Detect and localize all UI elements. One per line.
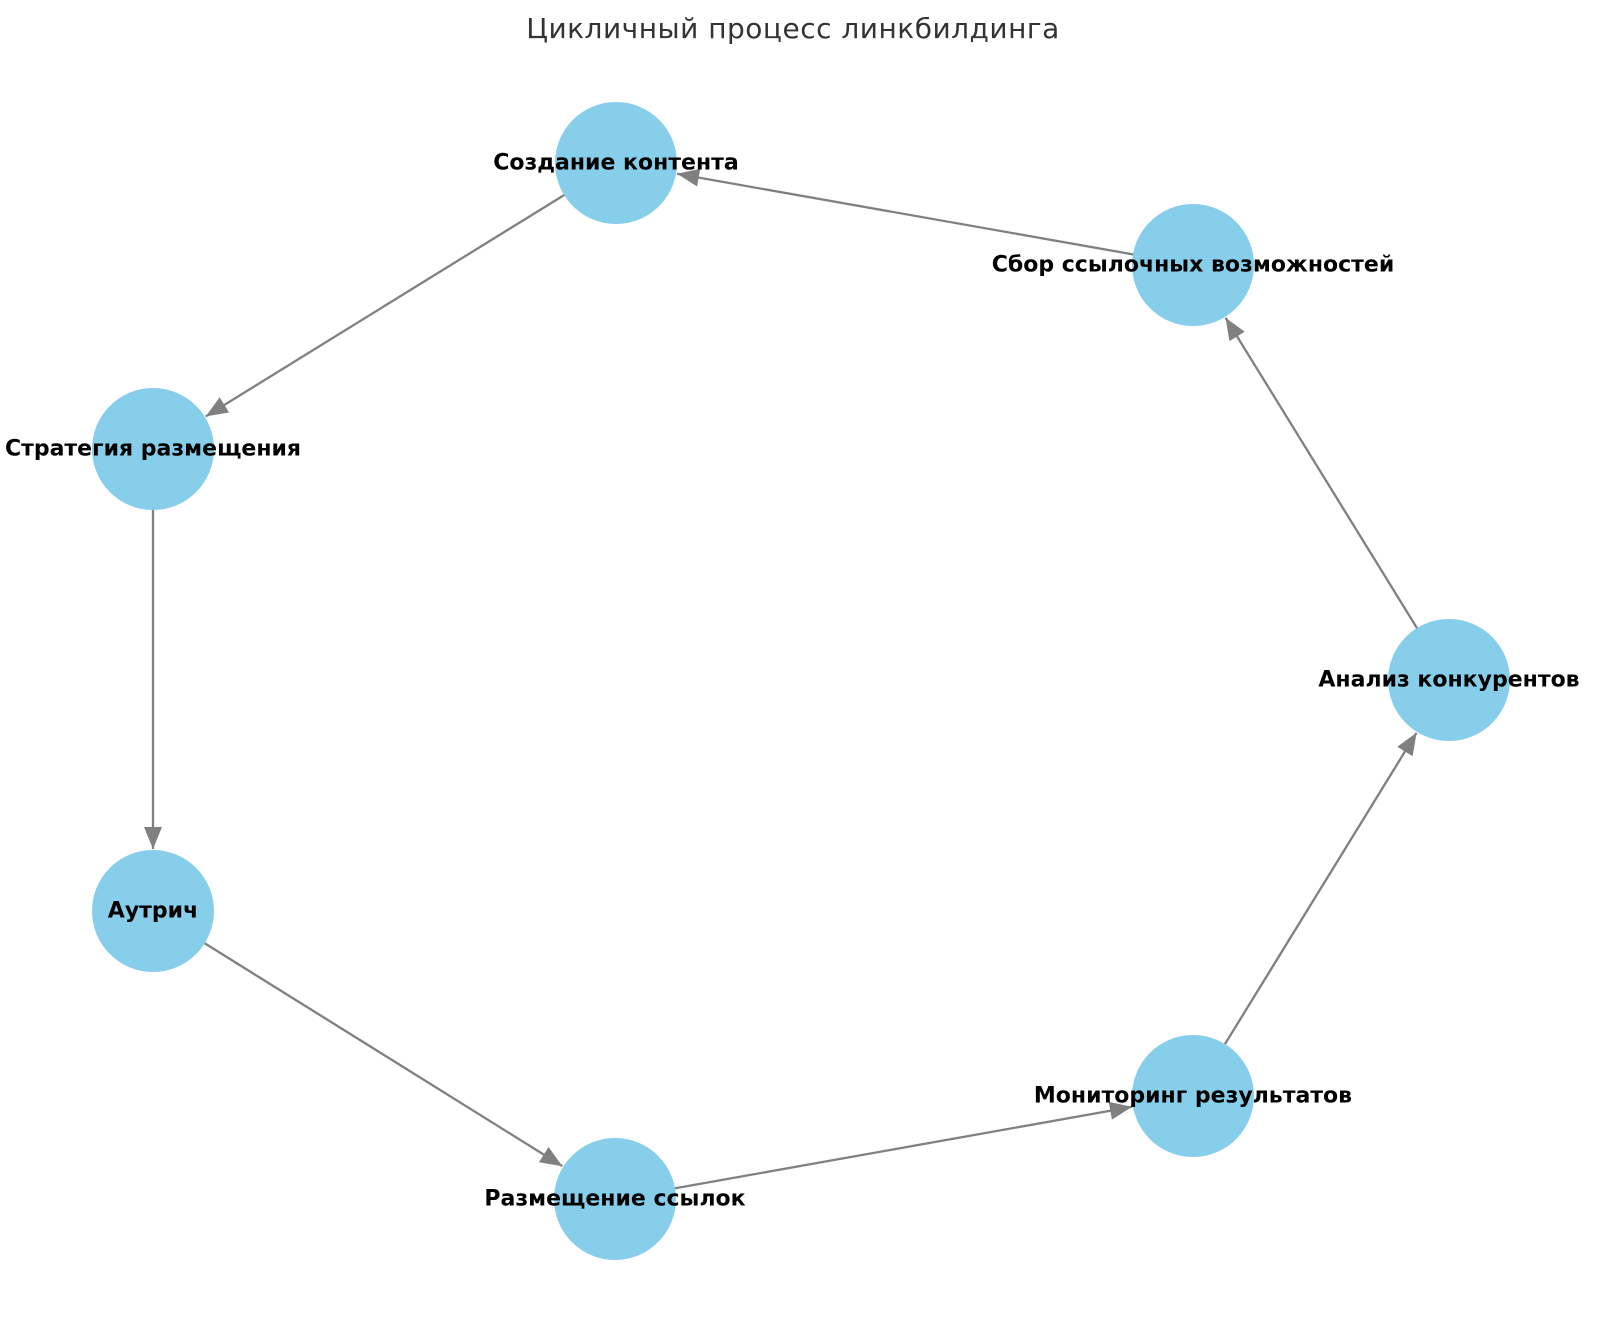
edge-analiz-konkurentov-to-sbor-vozmozhnostey [1224, 317, 1450, 681]
edge-autrich-to-razmeshchenie-ssylok [152, 910, 563, 1168]
node-label-sbor-vozmozhnostey: Сбор ссылочных возможностей [992, 253, 1395, 278]
edge-razmeshchenie-ssylok-to-monitoring-rezultatov [614, 1101, 1133, 1201]
nodes-layer [92, 102, 1510, 1260]
node-label-sozdanie-kontenta: Создание контента [493, 151, 739, 176]
edges-layer [144, 162, 1450, 1201]
edge-monitoring-rezultatov-to-analiz-konkurentov [1192, 732, 1418, 1097]
node-label-strategiya-razmeshcheniya: Стратегия размещения [5, 437, 301, 462]
node-label-razmeshchenie-ssylok: Размещение ссылок [484, 1187, 745, 1212]
edge-sbor-vozmozhnostey-to-sozdanie-kontenta [676, 168, 1194, 267]
diagram-title: Цикличный процесс линкбилдинга [526, 12, 1060, 45]
node-monitoring-rezultatov [1132, 1035, 1254, 1157]
node-sozdanie-kontenta [555, 102, 677, 224]
node-label-analiz-konkurentov: Анализ конкурентов [1318, 668, 1579, 693]
edge-sozdanie-kontenta-to-strategiya-razmeshcheniya [205, 162, 617, 418]
node-label-autrich: Аутрич [108, 899, 198, 924]
node-label-monitoring-rezultatov: Мониторинг результатов [1034, 1084, 1352, 1109]
node-strategiya-razmeshcheniya [92, 388, 214, 510]
node-autrich [92, 850, 214, 972]
node-razmeshchenie-ssylok [554, 1138, 676, 1260]
node-analiz-konkurentov [1388, 619, 1510, 741]
node-sbor-vozmozhnostey [1132, 204, 1254, 326]
